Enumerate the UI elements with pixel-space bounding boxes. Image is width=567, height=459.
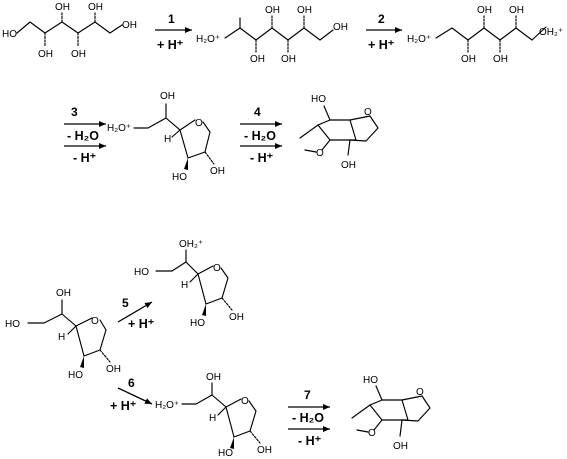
hydroxyl-label: OH — [461, 54, 476, 65]
molecule-protonated-sorbitan: H₂O⁺ OH O H HO OH — [107, 91, 225, 183]
hydroxyl-label: OH — [122, 20, 137, 31]
step-number: 3 — [71, 105, 78, 119]
step-condition: - H⁺ — [250, 151, 274, 165]
ring-oxygen: O — [213, 263, 221, 274]
hydroxyl-label: OH — [477, 5, 492, 16]
hydroxyl-label: OH — [250, 54, 265, 65]
hydroxyl-label: OH — [160, 91, 175, 102]
oxonium-label: H₂O⁺ — [196, 34, 220, 45]
hydroxyl-label: OH — [38, 49, 53, 60]
reaction-arrow-step-3: 3 - H₂O - H⁺ — [64, 105, 106, 165]
step-number: 7 — [304, 388, 311, 402]
reaction-arrow-step-4: 4 - H₂O - H⁺ — [240, 105, 282, 165]
step-number: 6 — [128, 376, 135, 390]
step-condition: - H⁺ — [298, 434, 322, 448]
hydroxyl-label: HO — [311, 94, 326, 105]
oxonium-label: H₂O⁺ — [407, 34, 431, 45]
hydroxyl-label: HO — [134, 267, 149, 278]
step-number: 5 — [122, 296, 129, 310]
molecule-protonated-sorbitol: H₂O⁺ OH OH OH OH OH — [196, 5, 348, 65]
molecule-isosorbide-bottom: HO O O OH — [351, 375, 431, 452]
hydroxyl-label: OH — [210, 166, 225, 177]
hydroxyl-label: OH — [333, 22, 348, 33]
hydrogen-label: H — [58, 332, 65, 343]
hydroxyl-label: OH — [88, 2, 103, 13]
hydroxyl-label: OH — [56, 288, 71, 299]
ring-oxygen: O — [416, 387, 424, 398]
molecule-sorbitol: HO OH OH OH OH OH — [2, 2, 137, 60]
oxonium-label: OH₂⁺ — [539, 27, 563, 38]
molecule-isosorbide: HO O O OH — [299, 94, 379, 171]
hydroxyl-label: OH — [257, 445, 272, 456]
hydroxyl-label: OH — [509, 5, 524, 16]
step-condition: + H⁺ — [110, 399, 137, 413]
hydroxyl-label: HO — [68, 370, 83, 381]
step-condition: - H⁺ — [73, 151, 97, 165]
step-number: 1 — [168, 12, 175, 26]
step-condition: + H⁺ — [368, 38, 395, 52]
hydroxyl-label: HO — [363, 375, 378, 386]
hydrogen-label: H — [209, 413, 216, 424]
hydroxyl-label: OH — [281, 54, 296, 65]
oxonium-label: H₂O⁺ — [155, 400, 179, 411]
reaction-arrow-step-5: 5 + H⁺ — [117, 296, 155, 331]
hydroxyl-label: OH — [297, 5, 312, 16]
hydroxyl-label: OH — [393, 441, 408, 452]
step-number: 4 — [254, 105, 261, 119]
hydroxyl-label: OH — [71, 49, 86, 60]
hydroxyl-label: OH — [55, 2, 70, 13]
step-condition: + H⁺ — [157, 38, 184, 52]
hydroxyl-label: OH — [341, 160, 356, 171]
molecule-diprotonated-sorbitol: H₂O⁺ OH OH OH OH OH₂⁺ — [407, 5, 563, 65]
oxonium-label: OH₂⁺ — [179, 239, 203, 250]
hydrogen-label: H — [181, 280, 188, 291]
hydroxyl-label: HO — [172, 172, 187, 183]
step-condition: - H₂O — [67, 129, 99, 143]
ring-oxygen: O — [195, 118, 203, 129]
molecule-sorbitan-protonated-5oh: HO OH₂⁺ O H HO OH — [134, 239, 244, 329]
hydroxyl-label: OH — [265, 5, 280, 16]
oxonium-label: H₂O⁺ — [107, 123, 131, 134]
hydroxyl-label: OH — [493, 54, 508, 65]
hydroxyl-label: HO — [218, 448, 233, 459]
hydroxyl-label: HO — [2, 29, 17, 40]
hydroxyl-label: HO — [190, 318, 205, 329]
molecule-sorbitan-protonated-6oh: H₂O⁺ OH O H HO OH — [155, 372, 272, 459]
hydroxyl-label: HO — [5, 319, 20, 330]
ring-oxygen: O — [241, 396, 249, 407]
step-condition: + H⁺ — [128, 317, 155, 331]
reaction-arrow-step-7: 7 - H₂O - H⁺ — [288, 388, 330, 448]
reaction-arrow-step-6: 6 + H⁺ — [110, 376, 153, 413]
hydrogen-label: H — [164, 134, 171, 145]
step-number: 2 — [378, 12, 385, 26]
ring-oxygen: O — [91, 316, 99, 327]
molecule-sorbitan: HO OH O H HO OH — [5, 288, 121, 381]
hydroxyl-label: OH — [206, 372, 221, 383]
step-condition: - H₂O — [292, 411, 324, 425]
step-condition: - H₂O — [244, 129, 276, 143]
reaction-arrow-step-1: 1 + H⁺ — [155, 12, 192, 52]
reaction-arrow-step-2: 2 + H⁺ — [366, 12, 402, 52]
ring-oxygen: O — [364, 107, 372, 118]
ring-oxygen: O — [316, 148, 324, 159]
hydroxyl-label: OH — [229, 312, 244, 323]
ring-oxygen: O — [368, 428, 376, 439]
hydroxyl-label: OH — [106, 364, 121, 375]
